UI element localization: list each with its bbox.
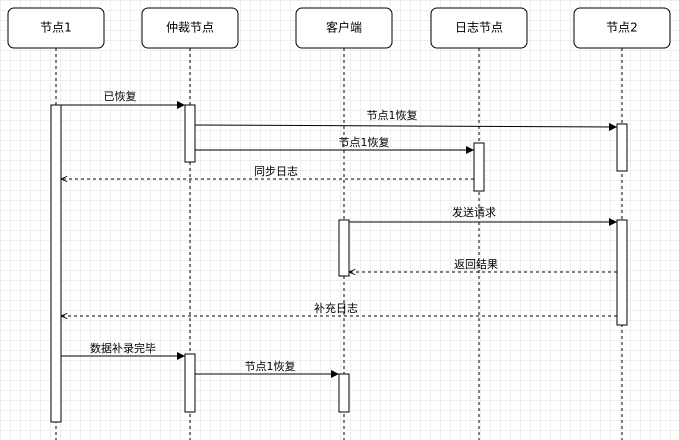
activation-node1 <box>50 104 62 423</box>
message-label: 节点1恢复 <box>367 108 418 122</box>
message-8[interactable]: 数据补录完毕 <box>61 341 185 360</box>
message-3[interactable]: 节点1恢复 <box>195 135 474 154</box>
message-label: 同步日志 <box>254 165 298 178</box>
activation-arbiter-1 <box>184 104 196 163</box>
actor-label-node1: 节点1 <box>40 21 72 35</box>
actor-label-log: 日志节点 <box>455 21 503 35</box>
actor-box-node2[interactable] <box>573 7 671 49</box>
actor-box-client[interactable] <box>295 7 393 49</box>
actor-label-client: 客户端 <box>326 20 362 35</box>
activation-client-2 <box>338 373 350 413</box>
activation-log <box>473 142 485 192</box>
message-5[interactable]: 发送请求 <box>349 205 617 226</box>
actor-box-arbiter[interactable] <box>141 7 239 49</box>
actor-client[interactable]: 客户端 <box>295 7 393 49</box>
message-1[interactable]: 已恢复 <box>61 89 185 109</box>
message-label: 返回结果 <box>454 258 498 271</box>
activation-node2-1 <box>616 123 628 172</box>
message-label: 节点1恢复 <box>339 135 390 149</box>
actor-label-node2: 节点2 <box>606 21 638 35</box>
actor-box-node1[interactable] <box>7 7 105 49</box>
message-label: 数据补录完毕 <box>90 341 156 355</box>
activation-client-1 <box>338 219 350 277</box>
actor-label-arbiter: 仲裁节点 <box>166 21 214 35</box>
message-7[interactable]: 补充日志 <box>61 301 617 316</box>
actor-log[interactable]: 日志节点 <box>430 7 528 49</box>
message-label: 发送请求 <box>452 205 496 219</box>
activation-arbiter-2 <box>184 353 196 413</box>
message-6[interactable]: 返回结果 <box>349 258 617 272</box>
message-label: 已恢复 <box>104 89 137 103</box>
message-9[interactable]: 节点1恢复 <box>195 359 339 378</box>
message-label: 节点1恢复 <box>245 359 296 373</box>
message-2[interactable]: 节点1恢复 <box>194 108 618 131</box>
actor-box-log[interactable] <box>430 7 528 49</box>
activation-node2-2 <box>616 219 628 326</box>
message-label: 补充日志 <box>314 301 358 315</box>
actor-node1[interactable]: 节点1 <box>7 7 105 49</box>
actor-node2[interactable]: 节点2 <box>573 7 671 49</box>
actor-arbiter[interactable]: 仲裁节点 <box>141 7 239 49</box>
message-arrow[interactable] <box>194 122 618 131</box>
message-4[interactable]: 同步日志 <box>61 165 474 179</box>
activations <box>50 104 628 423</box>
